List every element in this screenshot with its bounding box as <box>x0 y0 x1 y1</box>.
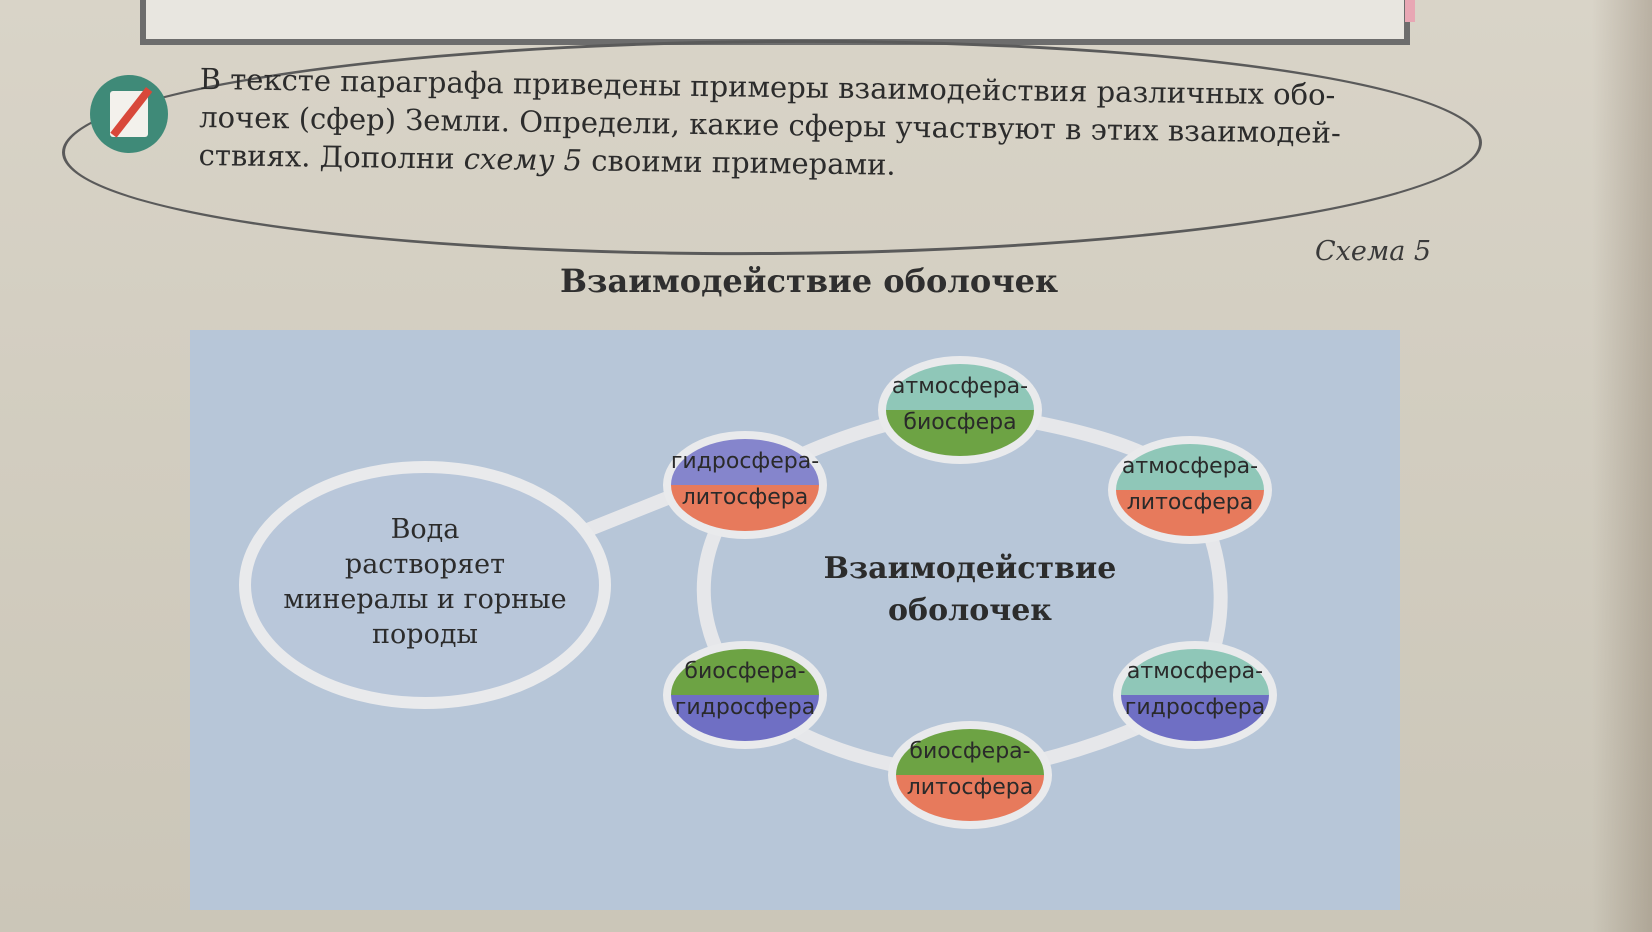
connector-example <box>572 488 678 542</box>
example-label: Вода растворяет минералы и горные породы <box>250 512 600 652</box>
node-bio-lit-bottom: литосфера <box>906 775 1034 800</box>
task-text: В тексте параграфа приведены примеры вза… <box>198 60 1449 191</box>
diagram-title: Взаимодействие оболочек <box>560 262 1059 300</box>
center-line-2: оболочек <box>888 593 1052 628</box>
node-bio-hyd-bottom: гидросфера <box>674 695 816 720</box>
diagram-panel: Взаимодействие оболочек Вода растворяет … <box>190 330 1400 910</box>
node-atm-hyd-bottom: гидросфера <box>1124 695 1266 720</box>
node-atm-bio-bottom: биосфера <box>903 410 1017 435</box>
node-atm-hyd-top: атмосфера- <box>1126 659 1264 684</box>
example-line-3: минералы и горные <box>283 584 567 615</box>
task-line-3a: ствиях. Дополни <box>198 137 465 176</box>
previous-box-border <box>140 0 1410 45</box>
node-hyd-lit-bottom: литосфера <box>681 485 809 510</box>
task-line-3b: своими примерами. <box>581 143 896 182</box>
example-line-2: растворяет <box>344 549 506 580</box>
example-line-1: Вода <box>390 514 460 545</box>
node-hyd-lit-top: гидросфера- <box>670 449 820 474</box>
task-line-3-italic: схему 5 <box>463 141 583 178</box>
node-bio-hyd-top: биосфера- <box>684 659 806 684</box>
center-label: Взаимодействие оболочек <box>800 548 1140 632</box>
node-bio-hyd <box>663 641 827 749</box>
margin-marker <box>1405 0 1415 22</box>
scheme-label: Схема 5 <box>1315 236 1432 267</box>
example-ellipse <box>239 461 611 709</box>
page-edge-shadow <box>1592 0 1652 932</box>
diagram-graphics <box>239 356 1277 829</box>
node-hyd-lit <box>663 431 827 539</box>
node-atm-lit <box>1108 436 1272 544</box>
node-bio-lit-top: биосфера- <box>909 739 1031 764</box>
example-line-4: породы <box>372 619 478 650</box>
node-atm-bio <box>878 356 1042 464</box>
center-line-1: Взаимодействие <box>823 551 1117 586</box>
node-atm-bio-top: атмосфера- <box>891 374 1029 399</box>
node-atm-hyd <box>1113 641 1277 749</box>
node-bio-lit <box>888 721 1052 829</box>
pencil-note-icon <box>90 75 168 153</box>
node-atm-lit-top: атмосфера- <box>1121 454 1259 479</box>
node-atm-lit-bottom: литосфера <box>1126 490 1254 515</box>
